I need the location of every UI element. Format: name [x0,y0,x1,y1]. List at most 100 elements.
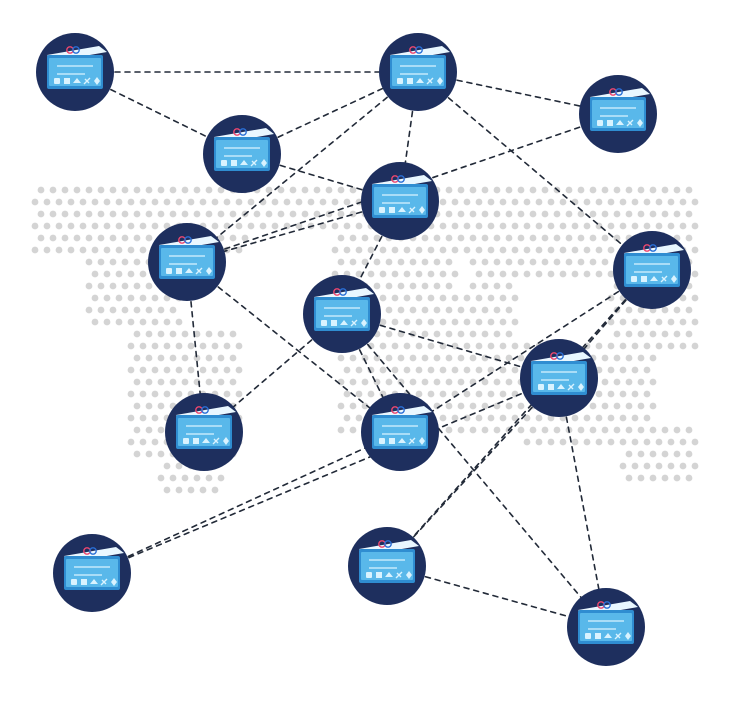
map-dot [595,390,603,398]
map-dot [481,186,489,194]
map-dot [337,186,345,194]
map-dot [85,258,93,266]
map-dot [499,318,507,326]
map-dot [643,198,651,206]
map-dot [115,198,123,206]
map-dot [145,426,153,434]
map-dot [613,426,621,434]
map-dot [457,378,465,386]
server-node-n7[interactable] [579,75,657,153]
map-dot [55,246,63,254]
map-dot [121,282,129,290]
map-dot [637,354,645,362]
map-dot [349,210,357,218]
map-dot [283,198,291,206]
server-node-n13[interactable] [348,527,426,605]
map-dot [31,222,39,230]
map-dot [607,438,615,446]
map-dot [457,402,465,410]
map-dot [109,234,117,242]
map-dot [193,354,201,362]
server-node-n9[interactable] [361,393,439,471]
map-dot [295,198,303,206]
map-dot [31,198,39,206]
network-link [91,377,560,574]
map-dot [109,210,117,218]
server-node-n11[interactable] [613,231,691,309]
map-dot [235,342,243,350]
server-node-n8[interactable] [165,393,243,471]
map-dot [97,282,105,290]
server-node-n10[interactable] [53,534,131,612]
map-dot [67,222,75,230]
map-dot [607,366,615,374]
map-dot [667,342,675,350]
map-dot [451,246,459,254]
map-dot [523,342,531,350]
server-node-n5[interactable] [148,223,226,301]
map-dot [517,186,525,194]
map-dot [685,186,693,194]
map-dot [145,450,153,458]
map-dot [421,354,429,362]
map-dot [553,210,561,218]
map-dot [37,186,45,194]
map-dot [625,186,633,194]
map-dot [175,390,183,398]
infinity-logo-icon [609,88,623,96]
map-dot [151,414,159,422]
map-dot [637,330,645,338]
map-dot [349,402,357,410]
map-dot [223,390,231,398]
map-dot [205,210,213,218]
map-dot [457,234,465,242]
map-dot [595,414,603,422]
map-dot [433,234,441,242]
map-dot [379,294,387,302]
map-dot [271,222,279,230]
map-dot [397,378,405,386]
map-dot [499,270,507,278]
map-dot [421,234,429,242]
map-dot [673,426,681,434]
map-dot [619,222,627,230]
map-dot [445,234,453,242]
map-dot [433,378,441,386]
server-node-n1[interactable] [36,33,114,111]
map-dot [571,414,579,422]
server-node-n2[interactable] [203,115,281,193]
map-dot [469,402,477,410]
map-dot [361,378,369,386]
map-dot [607,318,615,326]
map-dot [205,474,213,482]
server-node-n6[interactable] [303,275,381,353]
map-dot [379,246,387,254]
map-dot [445,258,453,266]
map-dot [121,186,129,194]
map-dot [547,438,555,446]
map-dot [493,282,501,290]
map-dot [349,186,357,194]
map-dot [133,306,141,314]
map-dot [529,426,537,434]
map-dot [163,366,171,374]
map-dot [655,438,663,446]
map-dot [331,246,339,254]
server-node-n3[interactable] [379,33,457,111]
server-node-n14[interactable] [567,588,645,666]
infinity-logo-icon [409,46,423,54]
map-dot [691,318,699,326]
map-dot [481,258,489,266]
map-dot [379,270,387,278]
map-dot [469,282,477,290]
server-node-n4[interactable] [361,162,439,240]
map-dot [157,186,165,194]
map-dot [109,306,117,314]
server-node-n12[interactable] [520,339,598,417]
map-dot [487,414,495,422]
map-dot [361,258,369,266]
map-dot [691,462,699,470]
map-dot [133,186,141,194]
map-dot [145,378,153,386]
map-dot [499,222,507,230]
